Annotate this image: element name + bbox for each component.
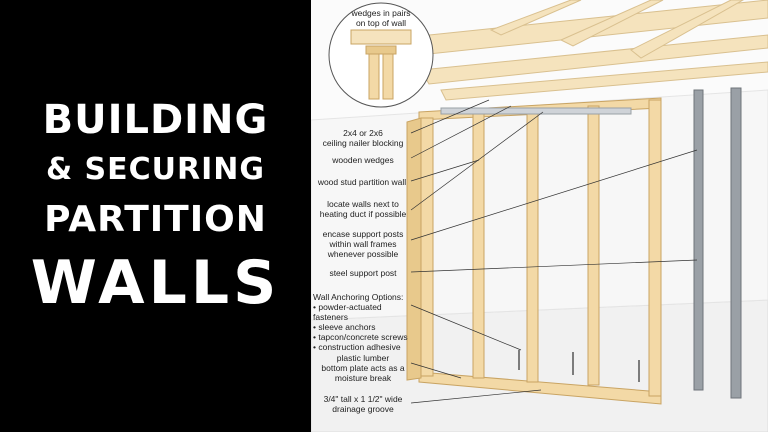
label-wooden-wedges: wooden wedges xyxy=(332,155,394,165)
title-line-3: PARTITION xyxy=(44,199,267,240)
label-plastic-lumber-bottom-plate: plastic lumber bottom plate acts as a mo… xyxy=(321,353,405,383)
heating-duct xyxy=(440,107,632,115)
anchors xyxy=(518,350,640,382)
inset-detail-circle xyxy=(328,2,434,108)
wood-stud-frame xyxy=(406,97,662,405)
label-wall-anchoring-options: Wall Anchoring Options: • powder-actuate… xyxy=(313,292,408,352)
title-line-2: & SECURING xyxy=(45,152,266,187)
partition-wall-illustration xyxy=(311,0,768,432)
leader-lines xyxy=(410,99,698,404)
label-wood-stud-partition-wall: wood stud partition wall xyxy=(317,177,407,187)
label-ceiling-nailer-blocking: 2x4 or 2x6 ceiling nailer blocking xyxy=(322,128,404,148)
label-encase-support-posts: encase support posts within wall frames … xyxy=(322,229,404,259)
inset-label: wedges in pairs on top of wall xyxy=(351,8,411,28)
ceiling-joists xyxy=(380,0,768,101)
label-steel-support-post: steel support post xyxy=(329,268,397,278)
title-panel: BUILDING & SECURING PARTITION WALLS xyxy=(0,0,311,432)
title-line-4: WALLS xyxy=(30,248,281,318)
label-drainage-groove: 3/4" tall x 1 1/2" wide drainage groove xyxy=(323,394,403,414)
label-heating-duct: locate walls next to heating duct if pos… xyxy=(319,199,407,219)
steel-support-posts xyxy=(693,87,742,399)
title-line-1: BUILDING xyxy=(42,97,269,143)
